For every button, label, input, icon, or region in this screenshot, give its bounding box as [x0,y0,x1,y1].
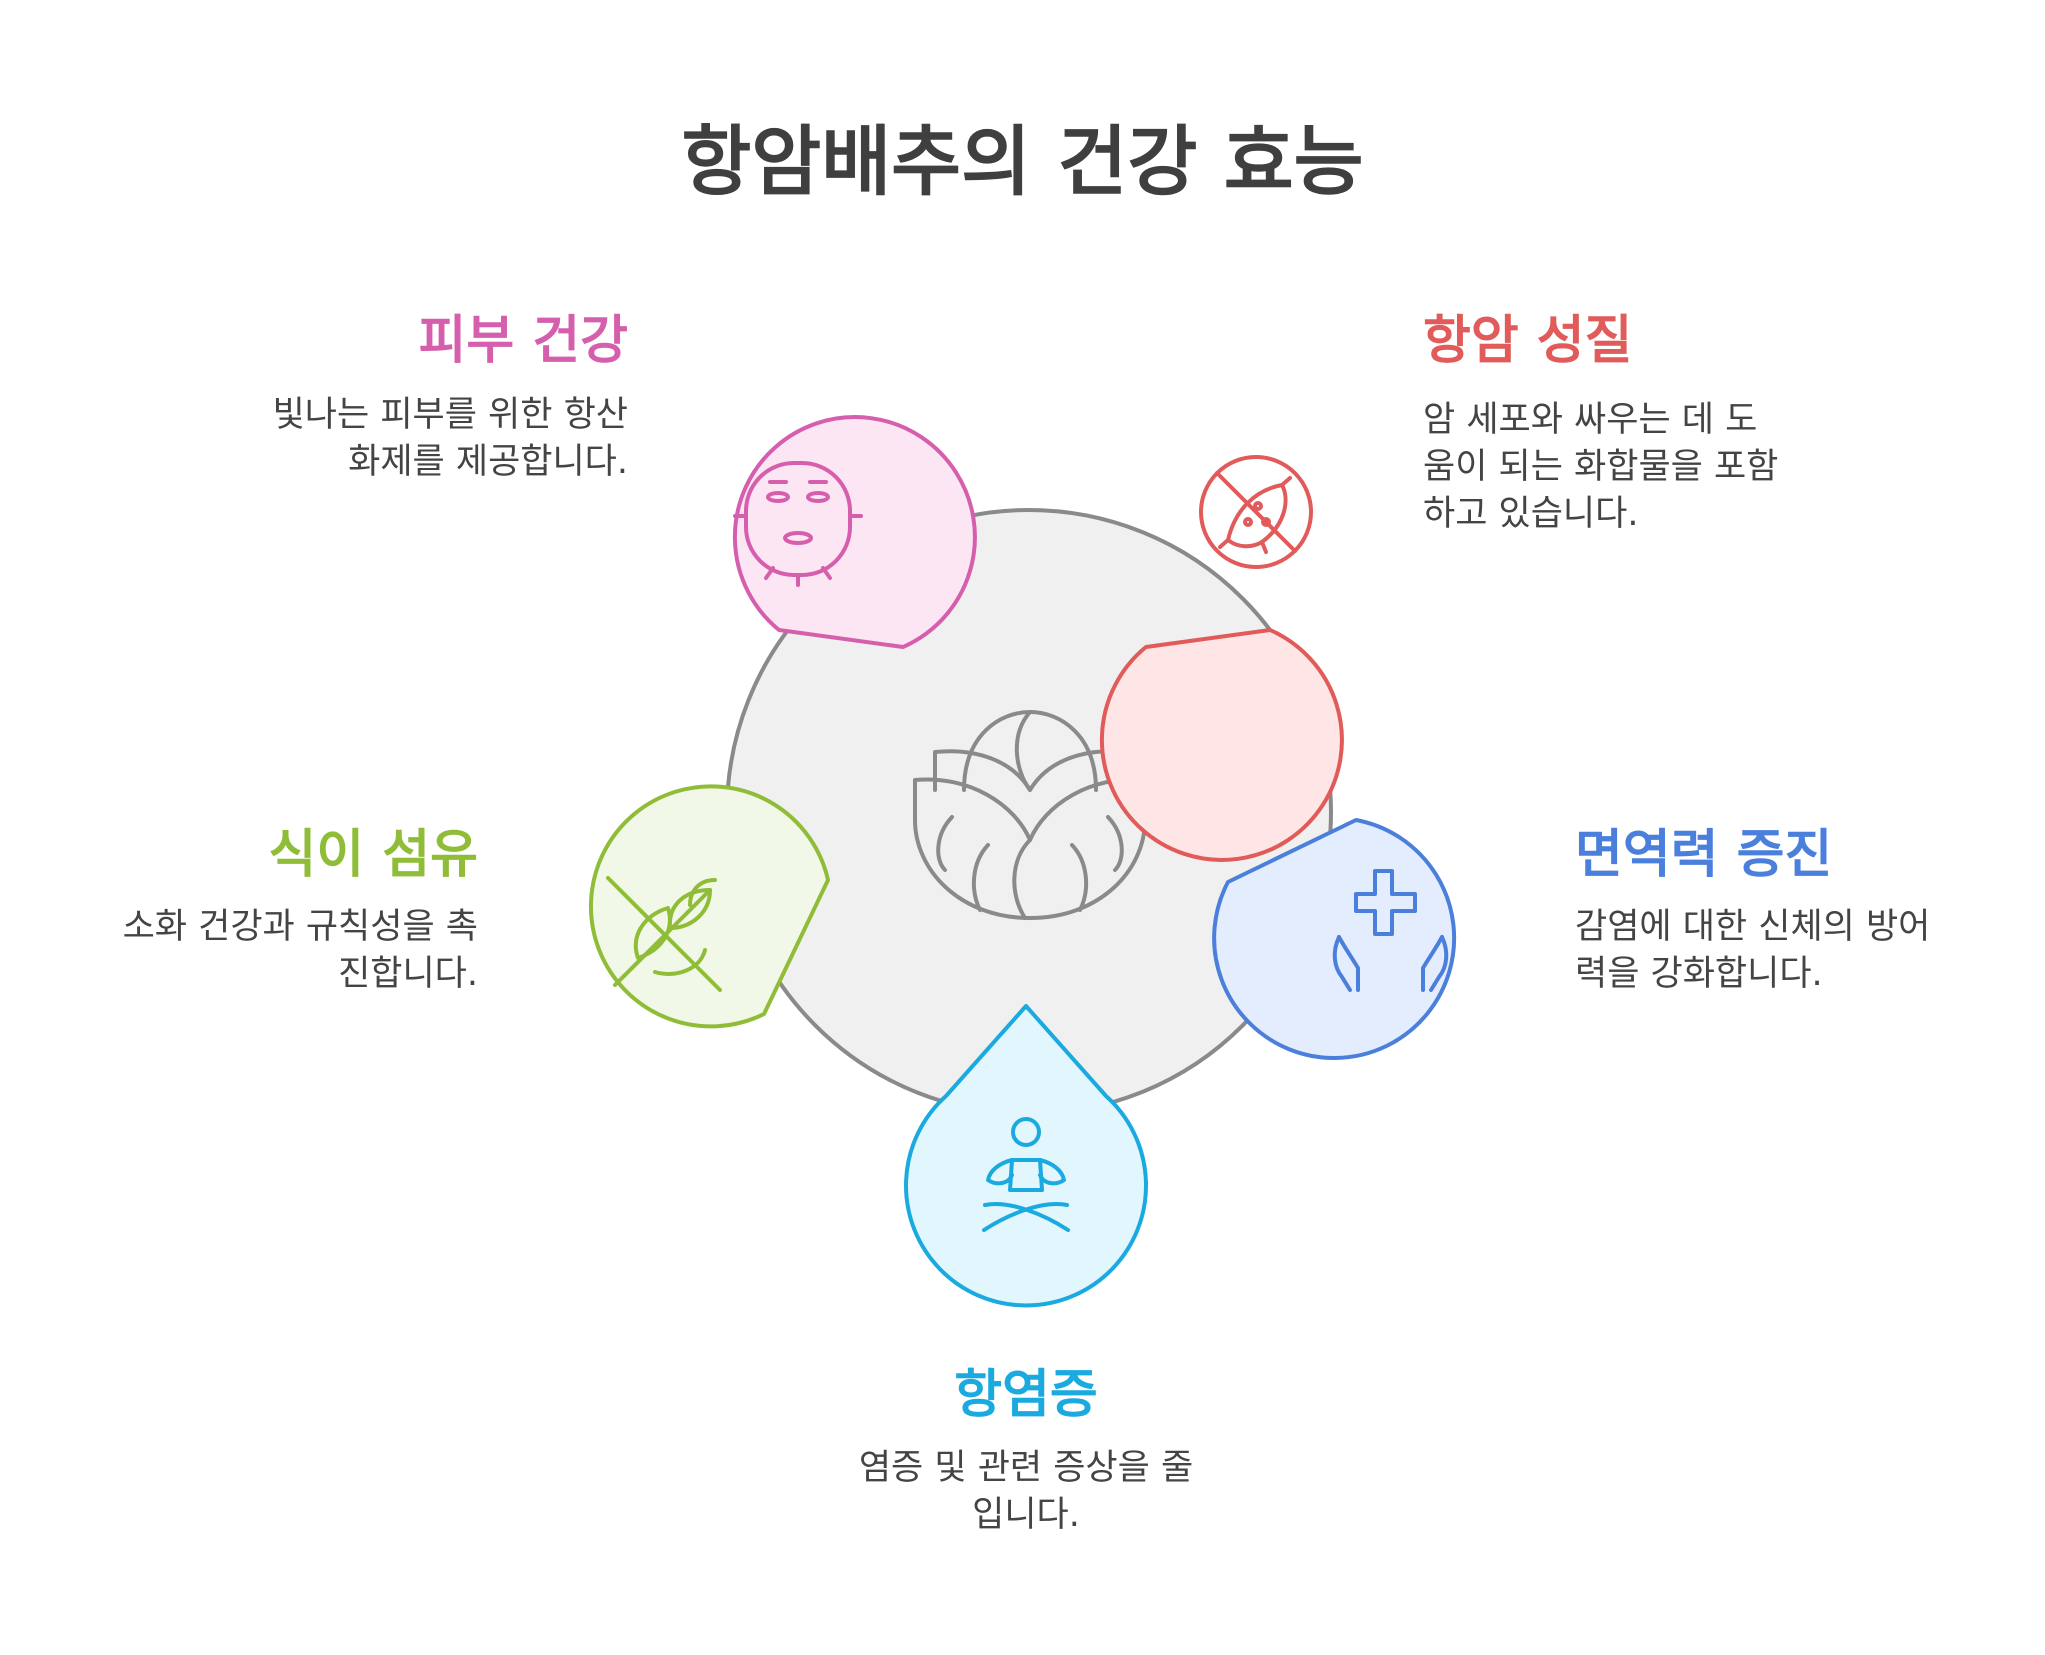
face-mask-icon [733,461,863,587]
desc-line: 암 세포와 싸우는 데 도 [1423,400,1758,440]
desc-line: 감염에 대한 신체의 방어 [1575,907,1931,947]
desc-line: 움이 되는 화합물을 포함 [1423,447,1779,487]
desc-line: 화제를 제공합니다. [348,442,628,482]
desc-line: 진합니다. [338,954,478,994]
label-immune-boost: 면역력 증진 [1575,825,1833,885]
dietary-fiber-drop [588,784,830,1029]
desc-line: 입니다. [972,1495,1080,1535]
label-dietary-fiber: 식이 섬유 [268,825,478,885]
desc-line: 하고 있습니다. [1423,494,1639,534]
desc-line: 빛나는 피부를 위한 항산 [272,395,628,435]
desc-immune-boost: 감염에 대한 신체의 방어 력을 강화합니다. [1575,904,2015,998]
label-skin-health: 피부 건강 [418,311,628,371]
no-bacteria-icon [1199,455,1313,569]
desc-anticancer: 암 세포와 싸우는 데 도 움이 되는 화합물을 포함 하고 있습니다. [1423,397,1863,538]
immune-boost-drop [1212,818,1457,1060]
skin-health-drop [732,415,977,649]
anti-inflammatory-drop [904,1004,1148,1308]
page-title: 항암배추의 건강 효능 [681,117,1364,206]
desc-dietary-fiber: 소화 건강과 규칙성을 촉 진합니다. [38,904,478,998]
label-anticancer: 항암 성질 [1423,311,1633,371]
no-wheat-icon [606,876,722,992]
label-anti-inflammatory: 항염증 [954,1365,1098,1425]
meditation-icon [982,1117,1070,1232]
desc-line: 염증 및 관련 증상을 줄 [858,1448,1194,1488]
desc-line: 소화 건강과 규칙성을 촉 [122,907,478,947]
anticancer-drop [1099,628,1344,862]
desc-line: 력을 강화합니다. [1575,954,1823,994]
desc-anti-inflammatory: 염증 및 관련 증상을 줄 입니다. [806,1445,1246,1539]
desc-skin-health: 빛나는 피부를 위한 항산 화제를 제공합니다. [188,392,628,486]
hands-cross-icon [1332,869,1449,992]
